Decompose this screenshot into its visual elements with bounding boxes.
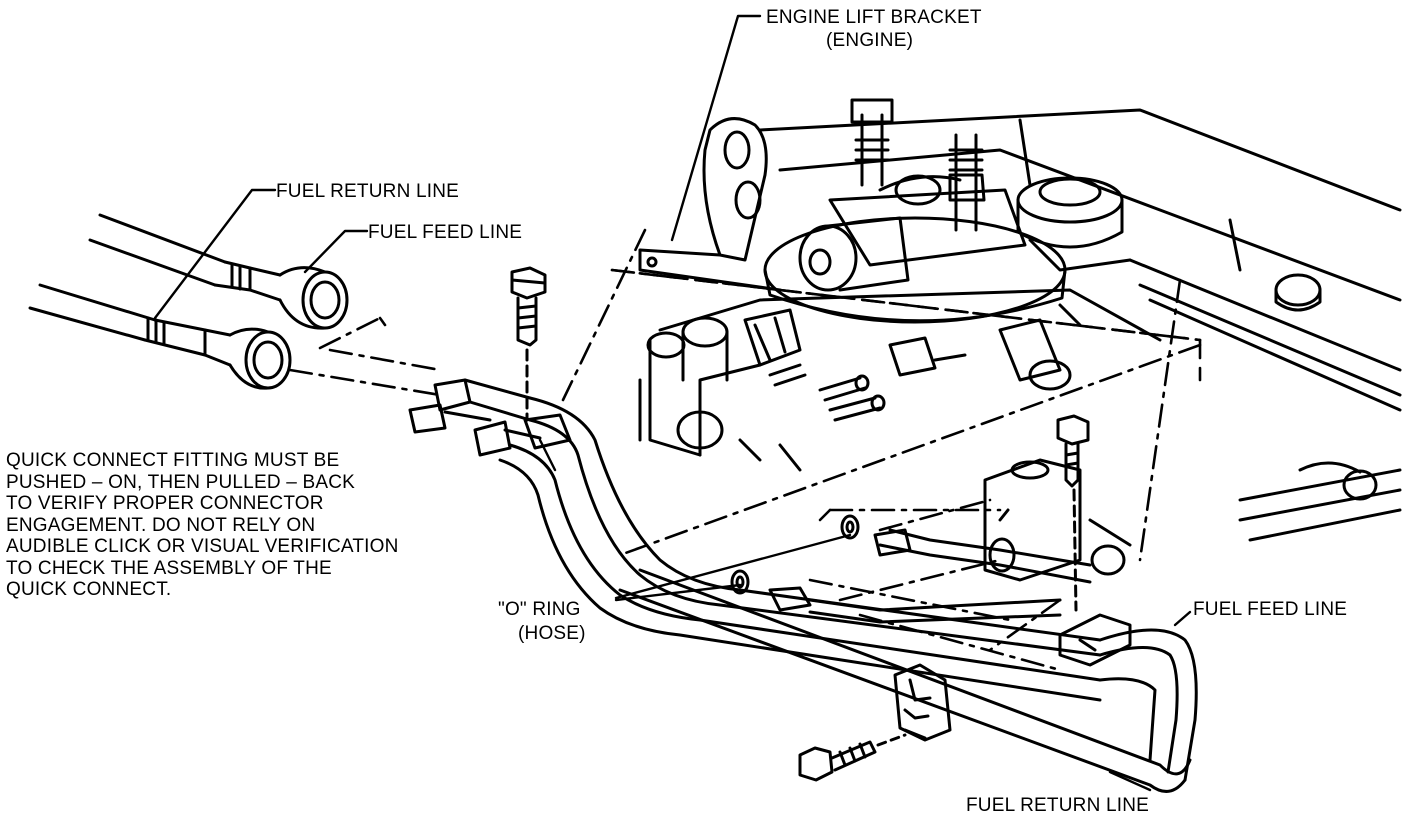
leader-lines xyxy=(153,14,1192,792)
bolt-left xyxy=(510,266,547,422)
quick-connect-note: QUICK CONNECT FITTING MUST BE PUSHED – O… xyxy=(6,450,399,601)
note-line: PUSHED – ON, THEN PULLED – BACK xyxy=(6,471,356,493)
o-ring-lower xyxy=(730,569,750,595)
projection-frame xyxy=(610,268,1202,382)
throttle-body xyxy=(638,98,1162,472)
engine-block xyxy=(758,108,1402,542)
note-line: TO CHECK THE ASSEMBLY OF THE xyxy=(6,557,332,579)
label-fuel-feed-line-right: FUEL FEED LINE xyxy=(1193,599,1348,620)
note-line: ENGAGEMENT. DO NOT RELY ON xyxy=(6,514,316,536)
note-line: AUDIBLE CLICK OR VISUAL VERIFICATION xyxy=(6,536,399,557)
label-fuel-return-line-top: FUEL RETURN LINE xyxy=(276,181,460,202)
fitting-block-right xyxy=(983,458,1132,582)
screw-lower xyxy=(798,733,907,782)
line-clip-lower xyxy=(893,663,952,742)
engine-lift-bracket xyxy=(638,117,782,292)
note-line: QUICK CONNECT. xyxy=(6,579,172,600)
o-ring-upper xyxy=(840,514,860,540)
label-fuel-return-line-bottom: FUEL RETURN LINE xyxy=(966,795,1150,816)
steel-fuel-lines xyxy=(408,378,1198,793)
note-line: QUICK CONNECT FITTING MUST BE xyxy=(6,450,340,471)
label-o-ring-sub: (HOSE) xyxy=(518,623,586,644)
label-engine-lift-bracket-sub: (ENGINE) xyxy=(826,30,914,51)
label-o-ring: "O" RING xyxy=(498,599,581,620)
line-clip-right xyxy=(1058,613,1132,667)
note-line: TO VERIFY PROPER CONNECTOR xyxy=(6,493,324,514)
label-fuel-feed-line-top: FUEL FEED LINE xyxy=(368,222,523,243)
label-engine-lift-bracket: ENGINE LIFT BRACKET xyxy=(766,7,982,28)
quick-connect-fuel-return xyxy=(28,283,292,390)
